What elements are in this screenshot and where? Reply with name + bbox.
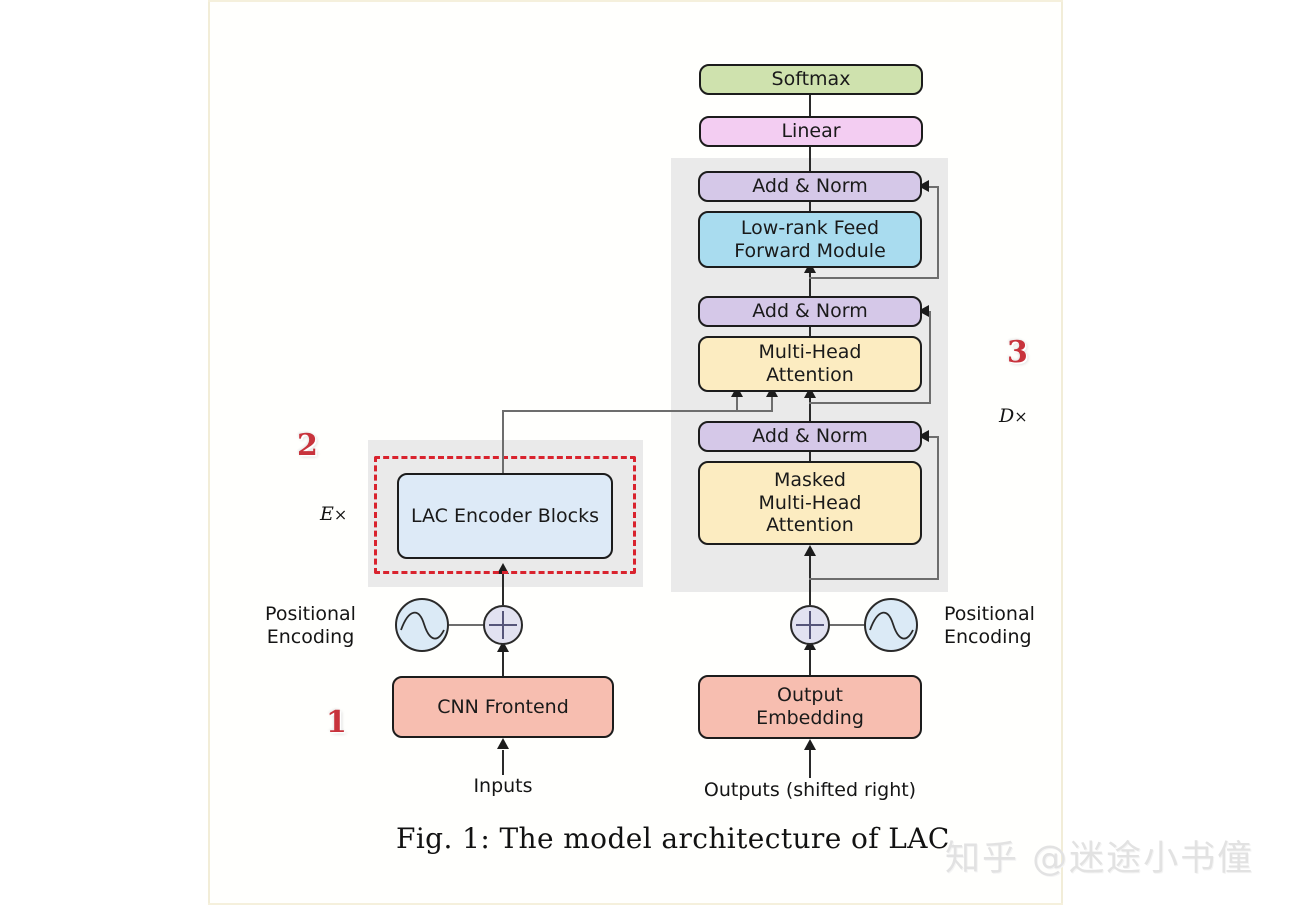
decoder-sine-wave-icon bbox=[864, 598, 918, 652]
masked-multi-head-attention-block[interactable]: Masked Multi-Head Attention bbox=[698, 461, 922, 545]
embedding-to-plus-line bbox=[809, 650, 811, 675]
decoder-repeat-label: D× bbox=[999, 405, 1028, 427]
decoder-repeat-times: × bbox=[1014, 407, 1028, 426]
plus-to-encoder-arrow bbox=[497, 563, 509, 574]
add-norm-2-label: Add & Norm bbox=[752, 300, 868, 323]
plus-to-masked-attention-arrow bbox=[804, 545, 816, 556]
figure-caption: Fig. 1: The model architecture of LAC. bbox=[396, 822, 959, 855]
addnorm2-to-ffn-line bbox=[809, 273, 811, 296]
input-to-frontend-line bbox=[502, 750, 504, 775]
residual-1-bottom bbox=[809, 578, 939, 580]
decoder-input-label: Outputs (shifted right) bbox=[703, 779, 917, 801]
encoder-output-riser bbox=[502, 410, 504, 473]
add-norm-1-label: Add & Norm bbox=[752, 425, 868, 448]
encoder-sine-to-plus-line bbox=[449, 624, 483, 626]
add-norm-1-block[interactable]: Add & Norm bbox=[698, 421, 922, 452]
page-frame-top bbox=[208, 0, 1063, 2]
plus-to-masked-attention-line bbox=[809, 556, 811, 605]
softmax-label: Softmax bbox=[771, 68, 851, 91]
page-frame-bottom bbox=[208, 903, 1063, 905]
decoder-plus-to-sine-line bbox=[830, 624, 864, 626]
softmax-block[interactable]: Softmax bbox=[699, 64, 923, 95]
residual-3-arrow bbox=[918, 180, 929, 192]
input-to-frontend-arrow bbox=[497, 738, 509, 749]
encoder-sine-wave-icon bbox=[395, 598, 449, 652]
residual-2-riser bbox=[929, 311, 931, 403]
cnn-frontend-block[interactable]: CNN Frontend bbox=[392, 676, 614, 738]
encoder-repeat-label: E× bbox=[320, 503, 347, 525]
add-norm-3-label: Add & Norm bbox=[752, 175, 868, 198]
residual-3-riser bbox=[937, 186, 939, 278]
residual-2-arrow bbox=[918, 305, 929, 317]
linear-to-softmax-line bbox=[809, 95, 811, 116]
residual-1-arrow bbox=[918, 430, 929, 442]
residual-1-riser bbox=[937, 436, 939, 579]
low-rank-feed-forward-label: Low-rank Feed Forward Module bbox=[734, 216, 886, 262]
add-norm-2-block[interactable]: Add & Norm bbox=[698, 296, 922, 327]
decoder-positional-encoding-label: Positional Encoding bbox=[944, 603, 1035, 649]
outputs-to-embedding-line bbox=[809, 750, 811, 778]
page-frame-right bbox=[1061, 0, 1063, 905]
decoder-plus-icon-v bbox=[809, 611, 811, 639]
add-norm-3-block[interactable]: Add & Norm bbox=[698, 171, 922, 202]
plus-to-encoder-line bbox=[502, 574, 504, 605]
masked-attention-to-addnorm1-line bbox=[809, 451, 811, 461]
marker-1: 1 bbox=[326, 705, 347, 740]
encoder-output-kv-drop-2 bbox=[771, 396, 773, 412]
page-frame-left bbox=[208, 0, 210, 905]
encoder-positional-encoding-label: Positional Encoding bbox=[265, 603, 356, 649]
cross-attention-block[interactable]: Multi-Head Attention bbox=[698, 336, 922, 392]
outputs-to-embedding-arrow bbox=[804, 739, 816, 750]
watermark: 知乎 @迷途小书僮 bbox=[945, 839, 1255, 879]
cross-attention-query-arrow bbox=[804, 387, 816, 398]
output-embedding-block[interactable]: Output Embedding bbox=[698, 675, 922, 739]
cross-attention-to-addnorm2-line bbox=[809, 326, 811, 336]
encoder-plus-icon-v bbox=[502, 611, 504, 639]
frontend-to-plus-line bbox=[502, 652, 504, 676]
ffn-to-addnorm3-line bbox=[809, 201, 811, 211]
residual-2-bottom bbox=[809, 402, 931, 404]
lac-encoder-blocks-block[interactable]: LAC Encoder Blocks bbox=[397, 473, 613, 559]
encoder-output-bridge bbox=[502, 410, 773, 412]
residual-3-bottom bbox=[809, 277, 939, 279]
residual-3-entry bbox=[925, 186, 939, 188]
lac-encoder-blocks-label: LAC Encoder Blocks bbox=[411, 504, 599, 527]
linear-block[interactable]: Linear bbox=[699, 116, 923, 147]
low-rank-feed-forward-block[interactable]: Low-rank Feed Forward Module bbox=[698, 211, 922, 268]
encoder-repeat-letter: E bbox=[320, 503, 334, 525]
linear-label: Linear bbox=[781, 120, 841, 143]
addnorm3-to-linear-line bbox=[809, 146, 811, 171]
residual-1-entry bbox=[925, 436, 938, 438]
cnn-frontend-label: CNN Frontend bbox=[437, 695, 569, 718]
encoder-output-kv-drop-1 bbox=[736, 396, 738, 412]
encoder-input-label: Inputs bbox=[473, 775, 533, 797]
masked-multi-head-attention-label: Masked Multi-Head Attention bbox=[758, 468, 862, 537]
encoder-highlight-box bbox=[374, 456, 636, 574]
marker-3: 3 bbox=[1007, 335, 1028, 370]
frontend-to-plus-arrow bbox=[497, 641, 509, 652]
encoder-repeat-times: × bbox=[333, 505, 348, 524]
cross-attention-label: Multi-Head Attention bbox=[758, 341, 862, 386]
decoder-repeat-letter: D bbox=[999, 405, 1015, 427]
output-embedding-label: Output Embedding bbox=[756, 684, 864, 729]
marker-2: 2 bbox=[297, 428, 318, 463]
addnorm1-to-cross-attention-line bbox=[809, 398, 811, 421]
